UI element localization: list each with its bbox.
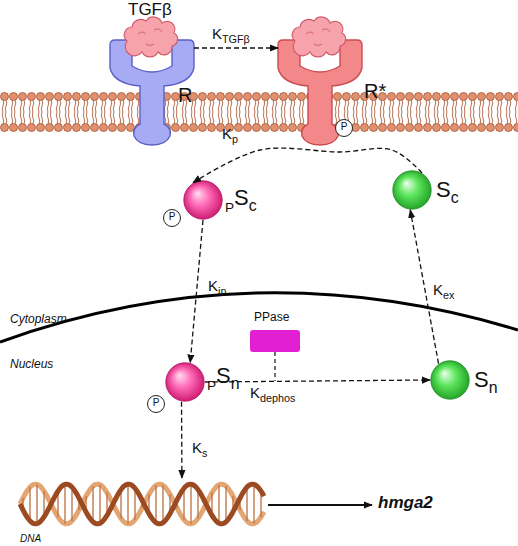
phosphatase-link (274, 352, 275, 381)
dna-rung (64, 484, 65, 524)
text-part: s (202, 447, 207, 459)
dna-rung (71, 487, 72, 521)
dna-rung (29, 487, 30, 521)
active-receptor: R* (278, 40, 362, 145)
ligand-cloud (292, 17, 345, 57)
dna-rung (190, 484, 191, 524)
text-part: K (433, 281, 443, 298)
dna-rung (225, 486, 226, 522)
cell-membrane (0, 92, 518, 132)
dna-rung (162, 485, 163, 523)
compartment-name: Cytoplasm (10, 313, 67, 326)
dna-rung (127, 484, 128, 524)
reaction-arrow (193, 148, 422, 183)
phosphate-mark: P (163, 211, 181, 222)
text-part: K (222, 125, 232, 142)
dna-helix: DNA (20, 478, 265, 530)
ligand-name: TGFβ (128, 1, 172, 20)
phospho-smad: PSc (183, 180, 223, 220)
text-part: ex (443, 289, 454, 301)
text-part: n (489, 379, 498, 396)
text-part: dephos (260, 392, 295, 404)
phosphate-circle (336, 120, 353, 137)
smad: Sc (392, 170, 432, 210)
phospho-smad: PSn (165, 362, 205, 402)
node-label: PSc (225, 186, 257, 215)
text-part: c (249, 197, 257, 214)
text-part: K (212, 25, 222, 42)
dna-rung (246, 487, 247, 521)
phosphate-mark: P (335, 121, 353, 132)
node-outline (278, 40, 362, 145)
text-part: S (474, 367, 489, 392)
text-part: TGFβ (222, 33, 250, 45)
rate-constant: Kp (222, 126, 238, 146)
rate-constant: Kdephos (250, 385, 295, 405)
rate-constant: Ks (192, 440, 207, 460)
receptor: R (110, 40, 194, 145)
text-part: S (216, 363, 231, 388)
ligand-cloud (124, 17, 177, 57)
molecule-sphere (393, 171, 431, 209)
dna-rung (36, 484, 37, 524)
text-part: P (207, 378, 216, 393)
rate-constant: Kex (433, 282, 454, 302)
reaction-arrow (205, 380, 430, 382)
dna-rung (99, 485, 100, 524)
node-outline (430, 360, 470, 400)
text-part: c (451, 189, 459, 206)
dna-strand (20, 484, 264, 524)
phosphatase-box: PPase (250, 330, 300, 352)
molecule-sphere (431, 361, 469, 399)
node-outline (183, 180, 223, 220)
molecule-sphere (184, 181, 222, 219)
text-part: S (436, 177, 451, 202)
expression-arrow (268, 504, 372, 506)
text-part: in (218, 285, 226, 297)
node-outline (392, 170, 432, 210)
dna-rung (155, 485, 156, 523)
reaction-arrow (181, 402, 183, 478)
dna-rung (218, 485, 219, 524)
reaction-arrow (190, 220, 203, 363)
node-outline (165, 362, 205, 402)
node-label: R (178, 84, 192, 106)
phosphate-circle (148, 396, 165, 413)
text-part: K (192, 439, 202, 456)
dna-strand (20, 484, 264, 524)
gene-name: hmga2 (378, 494, 433, 513)
text-part: S (234, 185, 249, 210)
text-part: n (231, 375, 240, 392)
molecule-sphere (166, 363, 204, 401)
node-label: PPase (254, 311, 289, 324)
reaction-arrow (194, 47, 278, 48)
dna-rung (253, 484, 254, 524)
text-part: P (225, 200, 234, 215)
receptor-shape (110, 40, 194, 145)
node-outline (20, 478, 265, 530)
receptor-shape (278, 40, 362, 145)
dna-rung (92, 486, 93, 522)
text-part: K (250, 384, 260, 401)
edge-layer (182, 48, 439, 478)
text-part: p (232, 133, 238, 145)
node-label: Sc (436, 178, 459, 206)
node-label: PSn (207, 364, 240, 393)
text-part: K (208, 277, 218, 294)
node-label: DNA (20, 533, 41, 544)
phosphate-circle (164, 210, 181, 227)
smad: Sn (430, 360, 470, 400)
node-label: R* (364, 80, 386, 102)
rate-constant: Kin (208, 278, 226, 298)
rate-constant: KTGFβ (212, 26, 250, 46)
node-label: Sn (474, 368, 498, 396)
phosphate-mark: P (147, 397, 165, 408)
compartment-name: Nucleus (10, 358, 53, 371)
